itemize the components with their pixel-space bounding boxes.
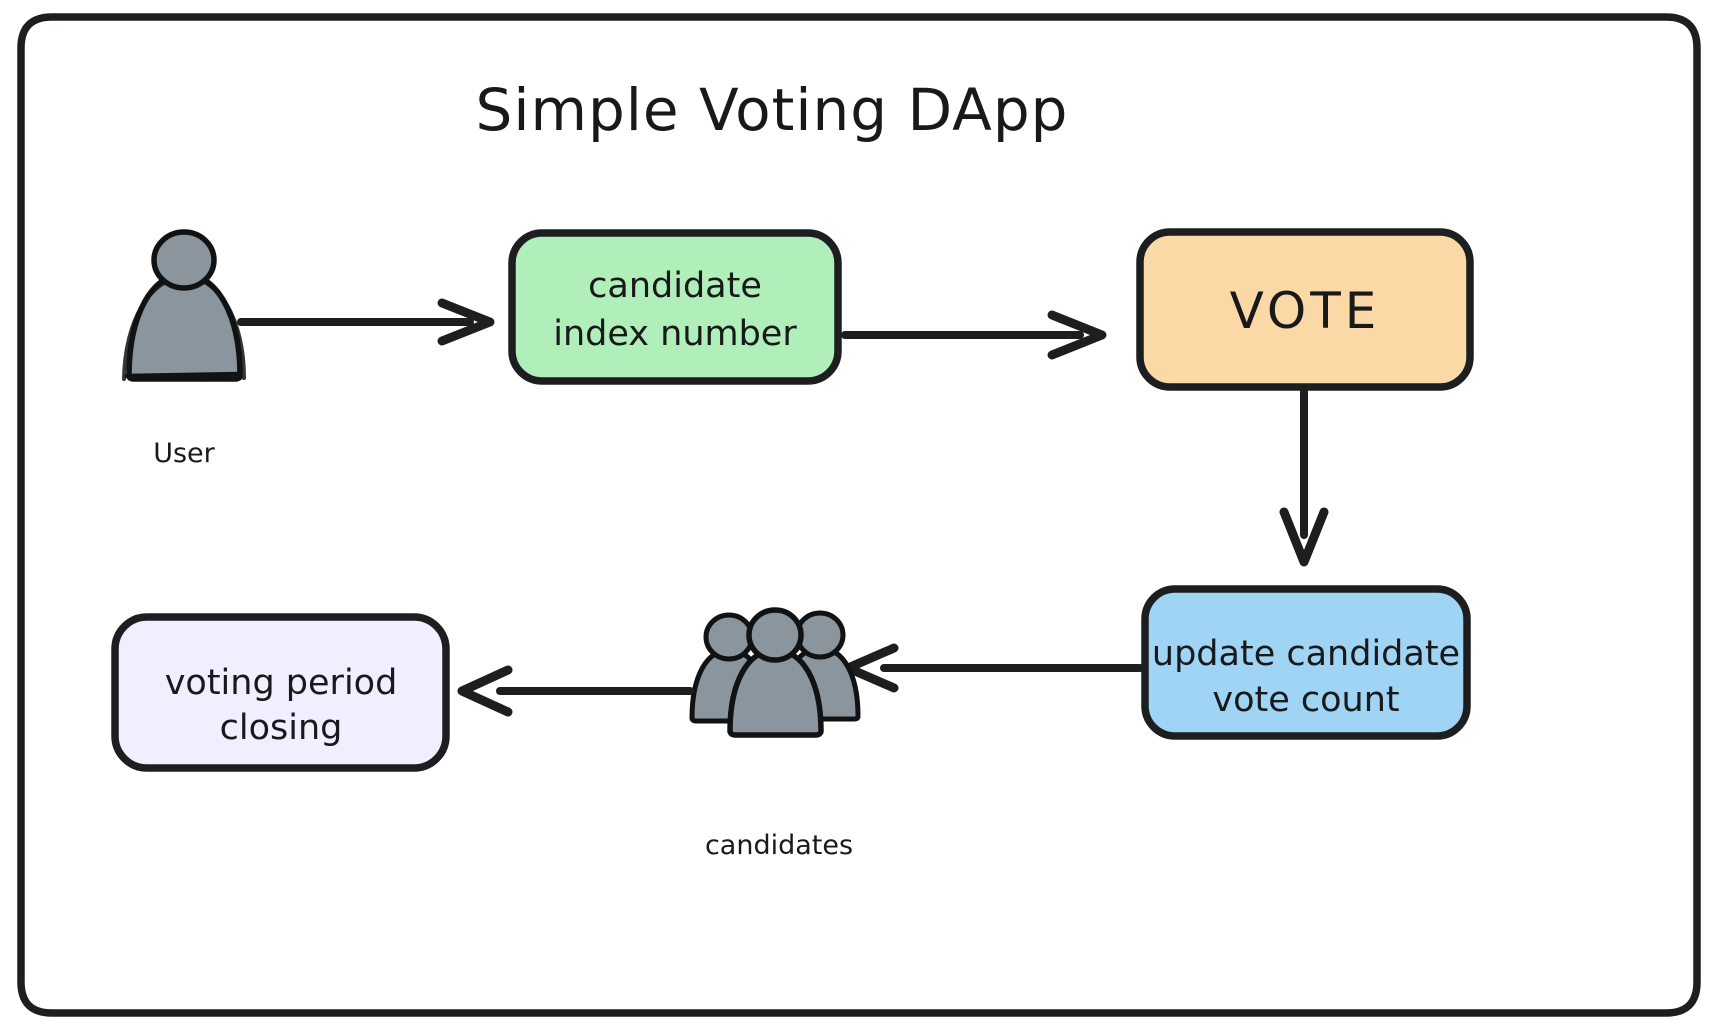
diagram-frame <box>17 13 1701 1017</box>
arrow-update-count-to-candidates <box>843 643 1144 693</box>
node-vote[interactable]: VOTE <box>1136 228 1474 391</box>
group-of-people-icon <box>689 607 861 738</box>
update-count-line1: update candidate <box>1152 634 1460 674</box>
vote-label: VOTE <box>1230 282 1381 340</box>
arrow-candidates-to-voting-period-closing <box>457 665 694 717</box>
node-voting-period-closing[interactable]: voting period closing <box>111 613 450 772</box>
candidate-index-line2: index number <box>553 314 797 354</box>
single-person-icon <box>122 229 246 382</box>
node-candidate-index[interactable]: candidate index number <box>508 229 842 385</box>
user-caption: User <box>153 438 215 469</box>
candidate-index-line1: candidate <box>588 266 762 306</box>
diagram-title: Simple Voting DApp <box>476 76 1069 144</box>
voting-period-closing-line1: voting period <box>165 663 398 703</box>
arrow-vote-to-update-count <box>1279 388 1329 567</box>
node-update-count[interactable]: update candidate vote count <box>1141 585 1471 740</box>
update-count-line2: vote count <box>1212 680 1399 720</box>
arrow-user-to-candidate-index <box>237 298 495 346</box>
arrow-candidate-index-to-vote <box>841 310 1107 360</box>
candidates-caption: candidates <box>705 830 853 861</box>
voting-period-closing-line2: closing <box>220 708 343 748</box>
